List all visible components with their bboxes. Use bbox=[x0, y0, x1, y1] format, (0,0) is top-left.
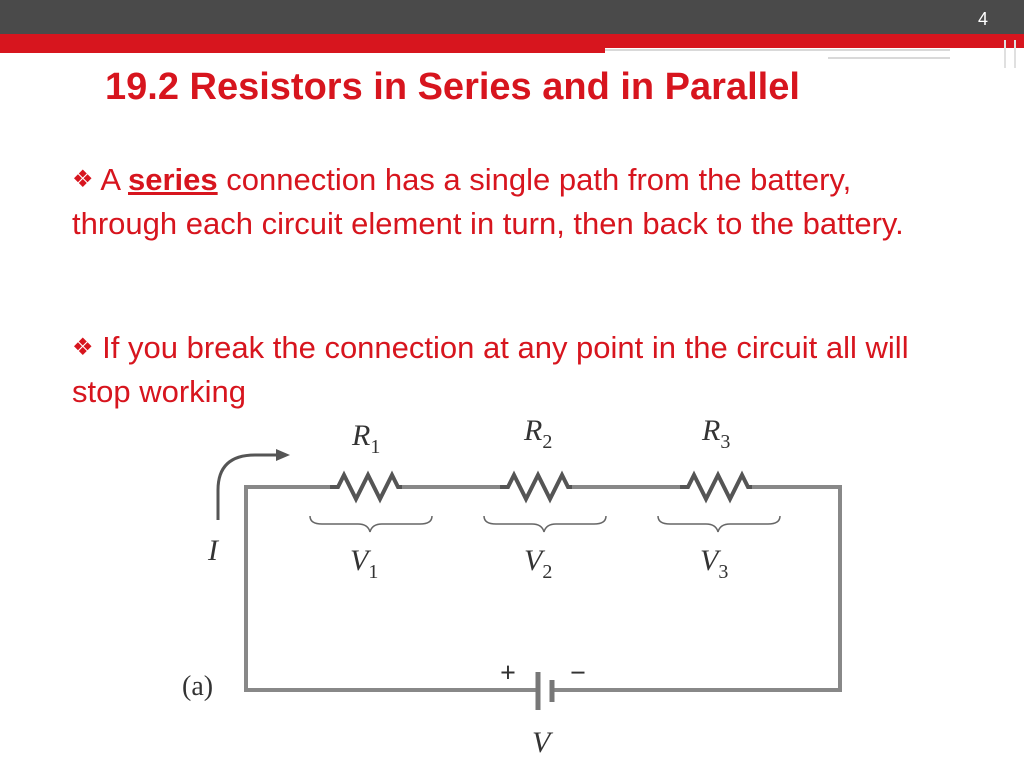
bullet-break-connection: ❖ If you break the connection at any poi… bbox=[72, 326, 952, 414]
series-circuit-diagram: I R1 V1 R2 V2 R3 V3 + − V (a) bbox=[182, 414, 842, 759]
header-decor-line bbox=[828, 57, 950, 59]
diamond-bullet-icon: ❖ bbox=[72, 166, 94, 193]
voltage-symbol: V bbox=[524, 544, 546, 577]
resistor-r2: R2 V2 bbox=[483, 414, 607, 583]
resistor-subscript: 1 bbox=[370, 436, 380, 458]
voltage-subscript: 3 bbox=[718, 561, 728, 583]
resistor-label: R1 bbox=[351, 419, 380, 458]
battery-plus-sign: + bbox=[500, 658, 516, 689]
resistor-label: R2 bbox=[523, 414, 552, 453]
resistor-zigzag-icon bbox=[330, 470, 402, 504]
battery-minus-sign: − bbox=[570, 658, 586, 689]
current-label: I bbox=[207, 534, 220, 567]
resistor-r1: R1 V1 bbox=[309, 419, 433, 583]
voltage-label: V3 bbox=[700, 544, 728, 583]
header-accent-band bbox=[0, 34, 1024, 48]
voltage-subscript: 2 bbox=[542, 561, 552, 583]
resistor-subscript: 3 bbox=[720, 431, 730, 453]
current-arrow bbox=[216, 453, 278, 520]
header-decor-line bbox=[605, 49, 950, 51]
current-arrowhead-icon bbox=[276, 449, 290, 461]
voltage-brace bbox=[309, 515, 433, 533]
keyword-series: series bbox=[128, 162, 218, 197]
voltage-subscript: 1 bbox=[368, 561, 378, 583]
resistor-zigzag-icon bbox=[680, 470, 752, 504]
header-accent-step bbox=[0, 48, 605, 53]
bullet-lead: A bbox=[100, 162, 120, 197]
voltage-brace bbox=[483, 515, 607, 533]
top-bar: 4 bbox=[0, 0, 1024, 34]
figure-part-label: (a) bbox=[182, 671, 213, 702]
slide-number: 4 bbox=[977, 9, 988, 29]
resistor-subscript: 2 bbox=[542, 431, 552, 453]
diamond-bullet-icon: ❖ bbox=[72, 334, 94, 361]
voltage-label: V1 bbox=[350, 544, 378, 583]
header-decor-line bbox=[1014, 40, 1016, 68]
voltage-symbol: V bbox=[350, 544, 372, 577]
resistor-label: R3 bbox=[701, 414, 730, 453]
battery: + − V bbox=[500, 658, 586, 759]
resistor-symbol: R bbox=[351, 419, 370, 452]
circuit-wires bbox=[244, 485, 842, 692]
bullet-series-definition: ❖ A series connection has a single path … bbox=[72, 158, 952, 246]
voltage-brace bbox=[657, 515, 781, 533]
resistor-zigzag-icon bbox=[500, 470, 572, 504]
voltage-label: V2 bbox=[524, 544, 552, 583]
header-decor-line bbox=[1004, 40, 1006, 68]
resistor-r3: R3 V3 bbox=[657, 414, 781, 583]
resistor-symbol: R bbox=[523, 414, 542, 447]
resistor-symbol: R bbox=[701, 414, 720, 447]
voltage-symbol: V bbox=[700, 544, 722, 577]
bullet-text: connection has a single path from the ba… bbox=[72, 162, 904, 241]
bullet-text: If you break the connection at any point… bbox=[72, 330, 909, 409]
slide-title: 19.2 Resistors in Series and in Parallel bbox=[105, 66, 800, 108]
battery-voltage-label: V bbox=[532, 726, 554, 759]
